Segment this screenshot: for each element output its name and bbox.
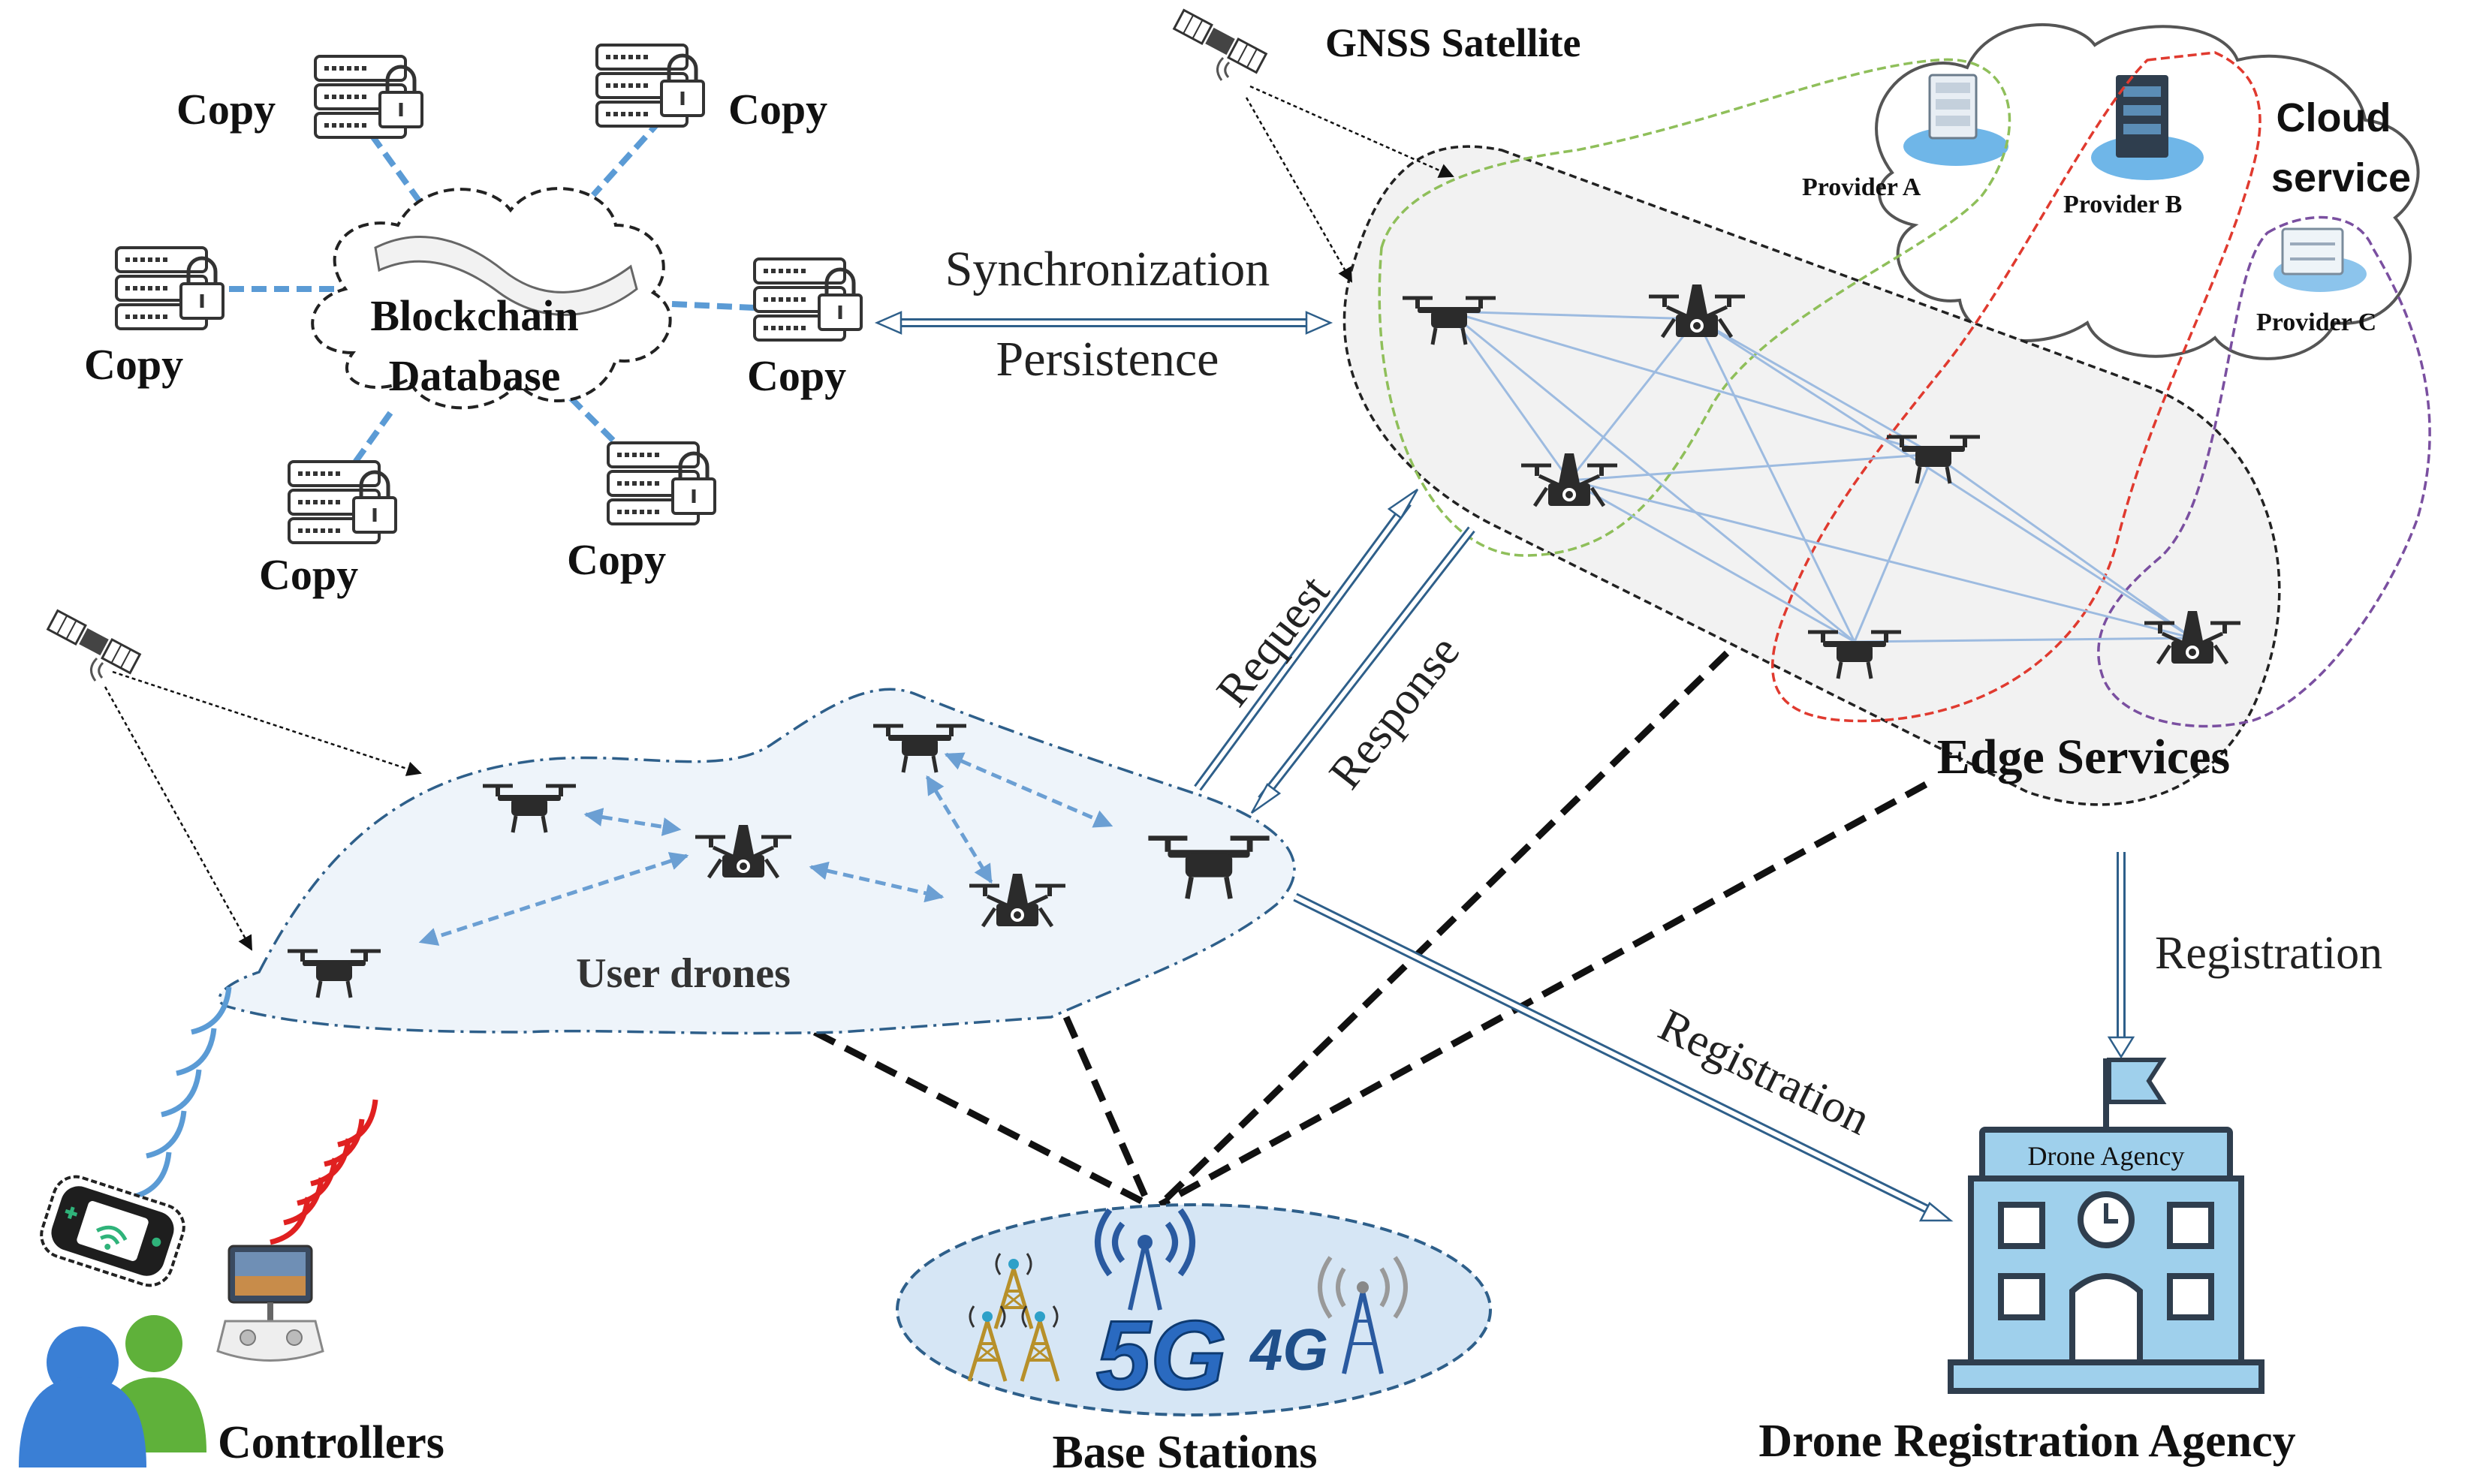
base-stations-ellipse: [896, 1203, 1492, 1416]
controllers-group: Controllers: [19, 986, 444, 1468]
copy-label: Copy: [84, 340, 183, 389]
satellite-icon: [1173, 9, 1267, 82]
provider-c-zone: [2097, 215, 2431, 728]
sync-arrow-group: Synchronization Persistence: [874, 242, 1333, 387]
4g-label: 4G: [1249, 1317, 1328, 1383]
sync-label: Synchronization: [945, 242, 1270, 296]
server-lock-icon: [608, 443, 715, 524]
provider-b-icon: [2091, 75, 2204, 180]
satellite-icon: [47, 610, 141, 682]
registration-diag-label: Registration: [1651, 999, 1878, 1145]
edge-services-label: Edge Services: [1937, 730, 2230, 784]
copy-label: Copy: [176, 85, 276, 134]
persistence-label: Persistence: [996, 332, 1219, 387]
4g-tower-icon: [1318, 1256, 1408, 1374]
base-stations-label: Base Stations: [1052, 1427, 1317, 1478]
blockchain-group: Blockchain Database Copy Copy Copy Copy …: [84, 45, 861, 599]
response-label: Response: [1319, 626, 1469, 798]
cloud-service-group: Cloud service Provider A Provider B Prov…: [1802, 23, 2420, 360]
satellite-label: GNSS Satellite: [1325, 20, 1581, 65]
request-label: Request: [1207, 566, 1339, 715]
server-lock-icon: [597, 45, 704, 126]
user-drones-label: User drones: [576, 950, 791, 997]
provider-a-icon: [1903, 74, 2008, 166]
request-response-group: Request Response: [1194, 488, 1475, 814]
cloud-label-line2: service: [2271, 155, 2411, 200]
server-lock-icon: [289, 462, 396, 543]
provider-label: Provider B: [2063, 191, 2182, 218]
users-icon: [19, 1315, 206, 1467]
controllers-label: Controllers: [218, 1417, 444, 1468]
satellite-left-group: [47, 610, 422, 951]
edge-services-group: Edge Services: [1342, 51, 2431, 806]
provider-label: Provider A: [1802, 173, 1921, 201]
blockchain-label-line2: Database: [389, 351, 561, 400]
flag-icon: [2107, 1058, 2167, 1104]
copy-label: Copy: [259, 550, 358, 599]
provider-c-icon: [2274, 227, 2367, 292]
remote-controller-icon: [216, 1245, 324, 1362]
base-station-links: [812, 650, 1928, 1208]
server-lock-icon: [116, 248, 223, 329]
5g-label: 5G: [1096, 1300, 1226, 1410]
agency-sign-label: Drone Agency: [2028, 1141, 2185, 1171]
blockchain-label-line1: Blockchain: [370, 291, 578, 340]
copy-label: Copy: [747, 351, 846, 400]
copy-label: Copy: [567, 535, 666, 584]
registration-right-label: Registration: [2155, 928, 2382, 979]
server-lock-icon: [755, 259, 861, 340]
5g-antenna-icon: [1095, 1208, 1195, 1311]
user-drones-group: User drones: [218, 688, 1296, 1035]
provider-a-zone: [1378, 58, 2011, 557]
agency-group: Drone Agency Drone Registration Agency: [1758, 1058, 2296, 1467]
gamepad-controller-icon: [40, 1175, 185, 1287]
cloud-label-line1: Cloud: [2277, 95, 2391, 140]
provider-label: Provider C: [2256, 309, 2376, 336]
copy-label: Copy: [728, 85, 827, 134]
server-lock-icon: [315, 56, 422, 137]
base-stations-group: 5G 4G Base Stations: [896, 1203, 1492, 1478]
provider-b-zone: [1771, 51, 2261, 723]
satellite-top-group: GNSS Satellite: [1173, 9, 1581, 283]
door-icon: [2069, 1273, 2143, 1365]
agency-label: Drone Registration Agency: [1758, 1416, 2295, 1467]
film-strip-icon: [374, 236, 638, 316]
